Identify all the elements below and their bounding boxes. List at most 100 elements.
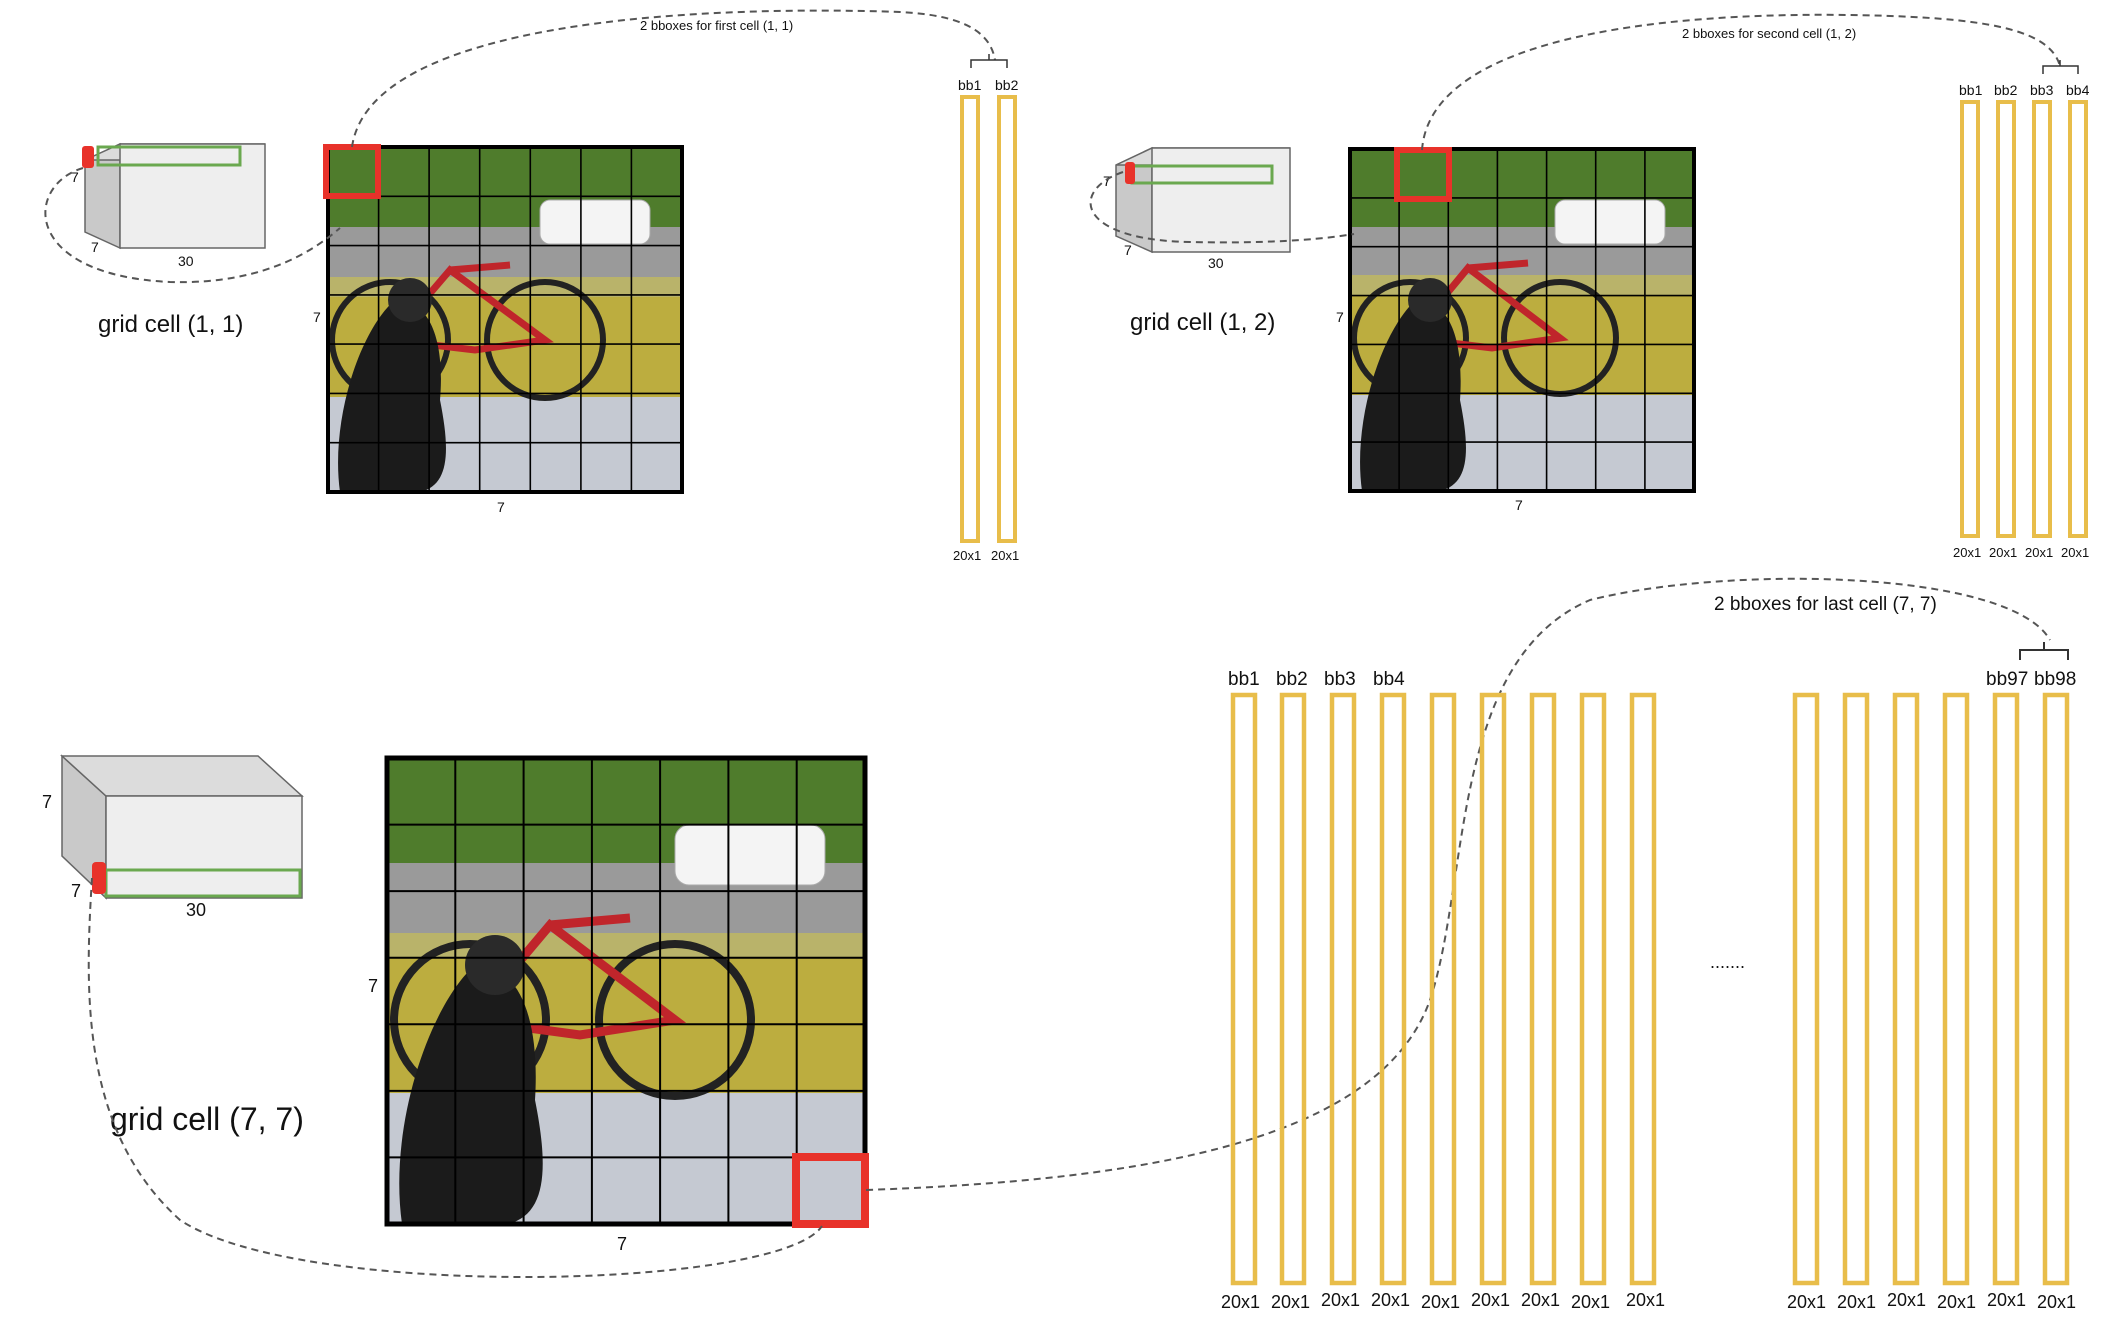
bbox-dim-label: 20x1 [1989, 545, 2017, 560]
bbox-label: bb1 [1228, 669, 1260, 690]
tensor-height-label: 7 [71, 169, 79, 185]
bbox-dim-label: 20x1 [1787, 1292, 1826, 1312]
output-tensor-box [1115, 146, 1291, 254]
bbox-dim-label: 20x1 [2037, 1292, 2076, 1312]
bbox-dim-label: 20x1 [1221, 1292, 1260, 1312]
bbox-dim-label: 20x1 [1521, 1290, 1560, 1310]
bbox-dim-label: 20x1 [1321, 1290, 1360, 1310]
image-height-label: 7 [368, 976, 378, 996]
bbox-vector [1792, 692, 1820, 1286]
bbox-label: bb2 [1276, 669, 1308, 690]
bbox-vector [1429, 692, 1457, 1286]
bboxes-brace [970, 54, 1008, 68]
grid-cell-label: grid cell (7, 7) [110, 1101, 304, 1137]
cell-to-bboxes-connector [351, 9, 996, 148]
tensor-width-label: 7 [91, 239, 99, 255]
bbox-dim-label: 20x1 [1421, 1292, 1460, 1312]
selected-cell-highlight [792, 1153, 869, 1228]
cell-depth-marker [82, 146, 94, 168]
bbox-dim-label: 20x1 [1887, 1290, 1926, 1310]
cell-to-tensor-connector [44, 167, 341, 284]
bboxes-brace-label: 2 bboxes for last cell (7, 7) [1714, 594, 1937, 615]
bbox-dim-label: 20x1 [2061, 545, 2089, 560]
cell-to-tensor-connector [87, 877, 823, 1278]
bbox-label: bb1 [958, 77, 982, 93]
bbox-vector [1960, 100, 1980, 538]
bbox-vector [1992, 692, 2020, 1286]
panel-second-cell: 7 7 30 grid cell (1, 2) [1089, 13, 2090, 560]
tensor-width-label: 7 [1124, 242, 1132, 258]
bboxes-brace [2019, 642, 2069, 660]
bbox-vector [1329, 692, 1357, 1286]
bboxes-brace [2042, 60, 2079, 74]
image-height-label: 7 [1336, 309, 1344, 325]
output-tensor-box [60, 754, 304, 900]
image-width-label: 7 [497, 499, 505, 515]
bbox-vector [1230, 692, 1258, 1286]
bbox-vector [997, 95, 1017, 543]
cell-depth-marker [1125, 162, 1135, 184]
bbox-vectors-left [1230, 692, 1657, 1286]
bbox-dim-label: 20x1 [953, 548, 981, 563]
bbox-label: bb97 [1986, 669, 2028, 690]
tensor-depth-label: 30 [178, 253, 194, 269]
grid-cell-label: grid cell (1, 2) [1130, 309, 1275, 336]
panel-last-cell: 7 7 30 grid cell (7, 7) [42, 577, 2076, 1312]
panel-first-cell: 7 7 30 grid cell (1, 1) [44, 9, 1019, 563]
bbox-vector [1529, 692, 1557, 1286]
cell-to-bboxes-connector [1421, 13, 2061, 151]
image-height-label: 7 [313, 309, 321, 325]
bbox-vector [2068, 100, 2088, 538]
bboxes-brace-label: 2 bboxes for first cell (1, 1) [640, 18, 793, 33]
bbox-label: bb2 [1994, 82, 2018, 98]
cell-depth-marker [92, 862, 106, 894]
bbox-dim-label: 20x1 [1837, 1292, 1876, 1312]
bbox-label: bb2 [995, 77, 1019, 93]
cell-to-tensor-connector [1089, 171, 1355, 244]
bbox-vector [1379, 692, 1407, 1286]
bbox-vector [1996, 100, 2016, 538]
cell-to-bboxes-connector [865, 577, 2051, 1191]
bbox-vector [2042, 692, 2070, 1286]
bbox-dim-label: 20x1 [1371, 1290, 1410, 1310]
image-width-label: 7 [1515, 497, 1523, 513]
bbox-label: bb4 [1373, 669, 1405, 690]
bbox-vector [1842, 692, 1870, 1286]
bbox-vector [1892, 692, 1920, 1286]
bbox-vector [1479, 692, 1507, 1286]
bbox-label: bb1 [1959, 82, 1983, 98]
bbox-label: bb98 [2034, 669, 2076, 690]
bbox-dim-label: 20x1 [2025, 545, 2053, 560]
bbox-vector [1942, 692, 1970, 1286]
input-image-grid [326, 145, 684, 494]
bbox-vector [2032, 100, 2052, 538]
bbox-vector [960, 95, 980, 543]
bbox-dim-label: 20x1 [991, 548, 1019, 563]
tensor-depth-label: 30 [186, 900, 206, 920]
tensor-height-label: 7 [1103, 173, 1111, 189]
bbox-dim-label: 20x1 [1626, 1290, 1665, 1310]
bbox-label: bb4 [2066, 82, 2090, 98]
bbox-vector [1279, 692, 1307, 1286]
grid-cell-label: grid cell (1, 1) [98, 311, 243, 338]
bbox-vector [1579, 692, 1607, 1286]
bbox-dim-label: 20x1 [1571, 1292, 1610, 1312]
bbox-dim-label: 20x1 [1937, 1292, 1976, 1312]
image-width-label: 7 [617, 1234, 627, 1254]
tensor-height-label: 7 [42, 792, 52, 812]
bbox-dim-label: 20x1 [1987, 1290, 2026, 1310]
tensor-depth-label: 30 [1208, 255, 1224, 271]
bbox-label: bb3 [2030, 82, 2054, 98]
bbox-dim-label: 20x1 [1271, 1292, 1310, 1312]
tensor-width-label: 7 [71, 881, 81, 901]
input-image-grid [1348, 147, 1696, 493]
output-tensor-box [82, 142, 266, 250]
bbox-label: bb3 [1324, 669, 1356, 690]
ellipsis: ....... [1710, 952, 1745, 972]
bboxes-brace-label: 2 bboxes for second cell (1, 2) [1682, 26, 1856, 41]
bbox-vector [1629, 692, 1657, 1286]
cell-vector-highlight [96, 145, 242, 167]
bbox-dim-label: 20x1 [1471, 1290, 1510, 1310]
